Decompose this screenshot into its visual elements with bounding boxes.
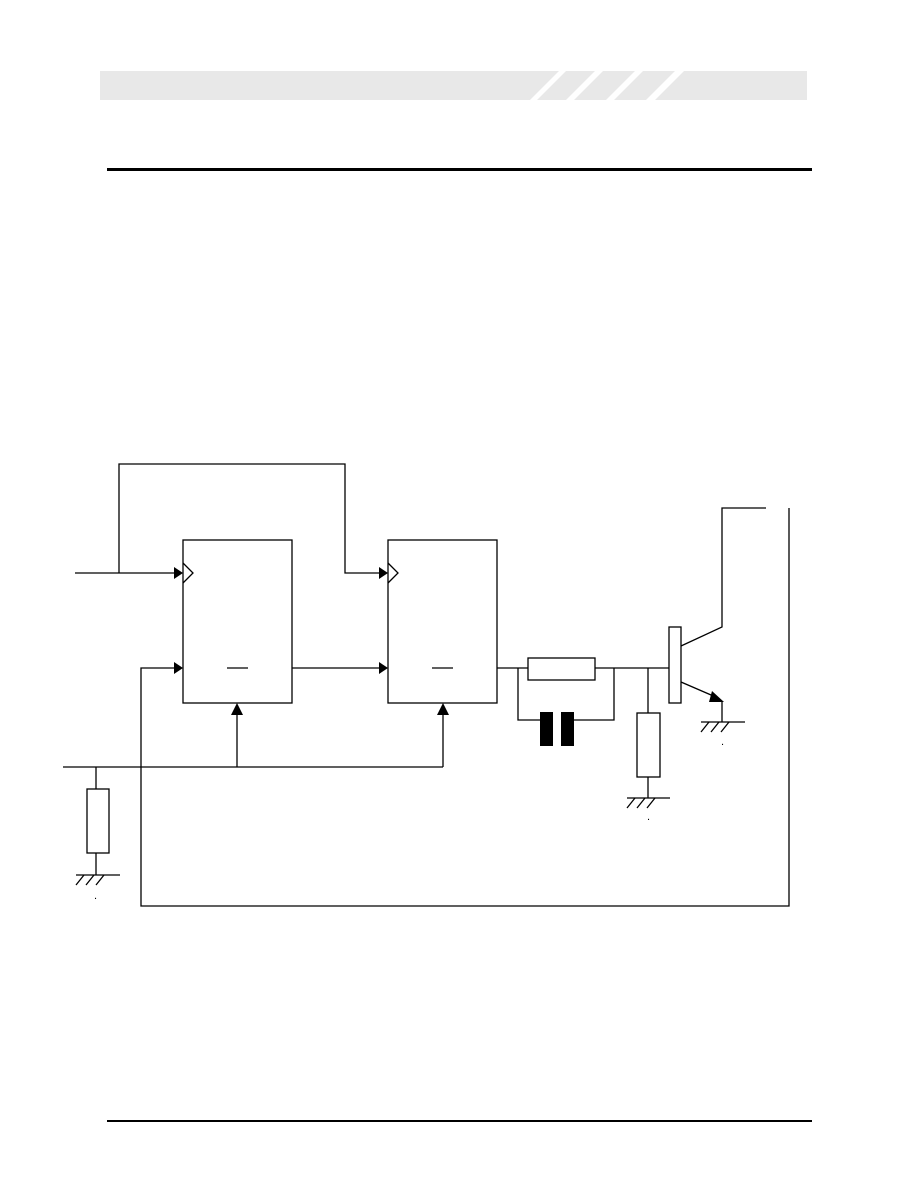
capacitor-bypass-left (517, 668, 540, 721)
ground-symbol (700, 721, 745, 733)
footer-rule (107, 1120, 812, 1122)
header-stripe (530, 71, 566, 100)
header-stripe (606, 71, 643, 100)
flip-flop-2 (387, 539, 498, 704)
pulldown-resistor (86, 788, 110, 854)
base-pulldown-resistor (636, 712, 661, 778)
ff1-reset-arrow (231, 703, 243, 715)
ground-symbol (75, 874, 120, 886)
ff2-reset-arrow (437, 703, 449, 715)
header-stripe (646, 71, 684, 100)
ground-symbol (626, 797, 670, 809)
feedback-wire (140, 508, 790, 907)
flip-flop-1 (182, 539, 293, 704)
ff1-clock-arrow (174, 567, 183, 579)
ff1-d-arrow (174, 662, 183, 674)
ground-label: . (647, 811, 650, 823)
transistor-collector (680, 507, 766, 647)
flip-flop-1-clock-symbol (182, 562, 194, 584)
transistor-body (668, 626, 682, 704)
capacitor-plate-right (561, 712, 574, 746)
ff2-d-arrow (379, 662, 388, 674)
ground-label: . (94, 890, 97, 902)
ff2-clock-arrow (379, 567, 388, 579)
header-stripe (566, 71, 603, 100)
series-resistor (527, 657, 596, 681)
capacitor-plate-left (540, 712, 553, 746)
ground-label: . (721, 736, 724, 748)
header-rule (107, 168, 812, 171)
header-band (100, 71, 807, 100)
flip-flop-2-clock-symbol (387, 562, 399, 584)
emitter-arrow (709, 691, 724, 702)
capacitor-bypass-right (574, 668, 615, 721)
clock-loop-wire (118, 463, 379, 574)
header-band-fill (100, 71, 807, 100)
